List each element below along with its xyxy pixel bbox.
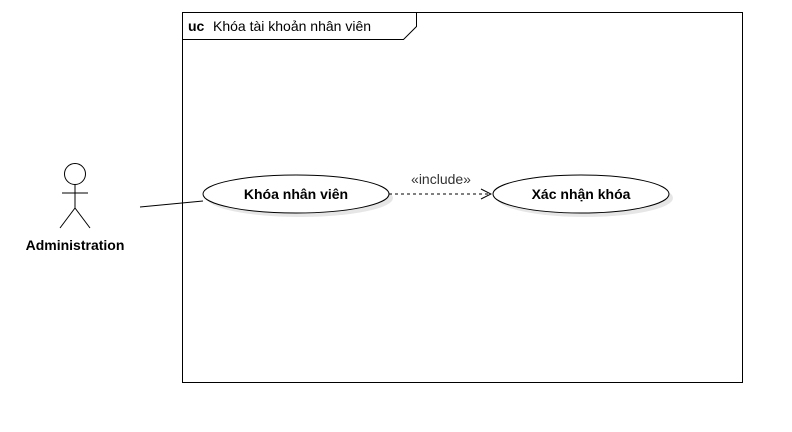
use-case-ellipse bbox=[492, 174, 670, 214]
include-relationship[interactable]: «include» bbox=[389, 171, 491, 194]
frame-label-tab bbox=[182, 12, 417, 40]
actor-administration[interactable]: Administration bbox=[26, 163, 125, 254]
use-case-xac-nhan-khoa[interactable]: Xác nhận khóa bbox=[492, 174, 673, 217]
include-stereotype-label: «include» bbox=[411, 171, 471, 187]
association-line bbox=[139, 200, 204, 208]
actor-label: Administration bbox=[26, 237, 125, 253]
frame-title: Khóa tài khoản nhân viên bbox=[213, 18, 371, 34]
use-case-label: Khóa nhân viên bbox=[244, 186, 348, 202]
use-case-khoa-nhan-vien[interactable]: Khóa nhân viên bbox=[202, 174, 393, 217]
frame-keyword: uc bbox=[188, 18, 205, 34]
use-case-label: Xác nhận khóa bbox=[532, 186, 631, 202]
actor-stick-figure-icon bbox=[59, 163, 91, 229]
